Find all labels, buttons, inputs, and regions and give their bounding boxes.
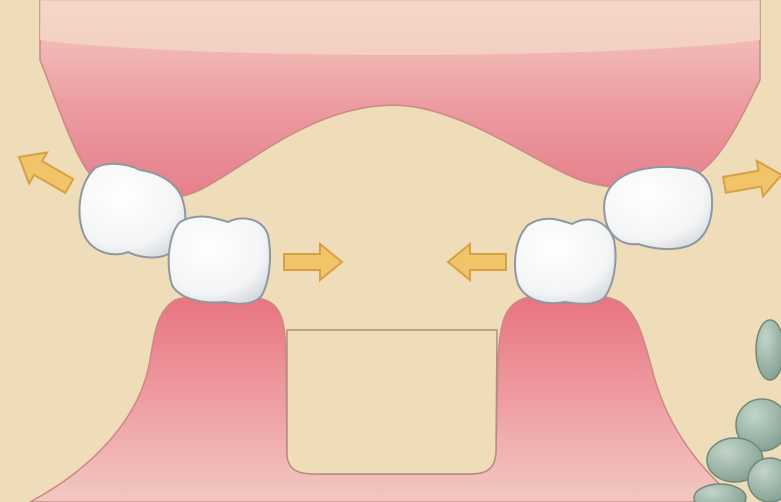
- upper-right-tooth: [604, 167, 712, 249]
- empty-socket: [287, 330, 497, 474]
- upper-gum-highlight: [40, 0, 760, 55]
- lower-right-tooth: [515, 219, 615, 304]
- lower-left-tooth: [169, 217, 270, 304]
